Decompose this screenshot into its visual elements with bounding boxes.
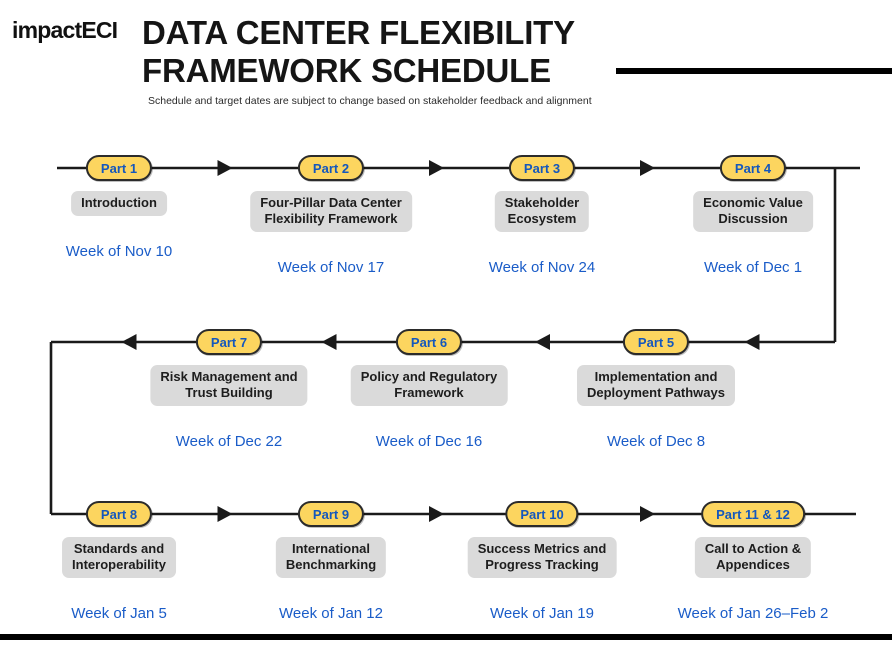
part-date: Week of Jan 26–Feb 2 — [677, 605, 829, 622]
part-badge[interactable]: Part 11 & 12 — [701, 501, 805, 527]
part-badge[interactable]: Part 10 — [505, 501, 579, 527]
part-badge[interactable]: Part 8 — [85, 501, 153, 527]
title-divider-rule — [616, 68, 892, 74]
part-badge[interactable]: Part 6 — [395, 329, 463, 355]
page-title: DATA CENTER FLEXIBILITY FRAMEWORK SCHEDU… — [142, 14, 575, 89]
part-badge[interactable]: Part 5 — [622, 329, 690, 355]
part-title-chip: Introduction — [71, 191, 167, 216]
part-badge[interactable]: Part 2 — [297, 155, 365, 181]
part-date: Week of Dec 8 — [606, 433, 706, 450]
part-date: Week of Jan 12 — [279, 605, 383, 622]
part-badge[interactable]: Part 4 — [719, 155, 787, 181]
part-date: Week of Dec 22 — [175, 433, 283, 450]
brand-logo: impactECI — [12, 17, 118, 43]
part-date: Week of Dec 16 — [375, 433, 483, 450]
part-badge[interactable]: Part 3 — [508, 155, 576, 181]
part-title-chip: Call to Action &Appendices — [694, 537, 812, 578]
part-badge[interactable]: Part 7 — [195, 329, 263, 355]
page-subtitle: Schedule and target dates are subject to… — [148, 95, 592, 107]
part-date: Week of Nov 17 — [277, 259, 385, 276]
part-date: Week of Nov 24 — [488, 259, 596, 276]
page-header: impactECI DATA CENTER FLEXIBILITY FRAMEW… — [0, 0, 892, 125]
part-date: Week of Jan 19 — [490, 605, 594, 622]
part-badge[interactable]: Part 1 — [85, 155, 153, 181]
part-date: Week of Jan 5 — [71, 605, 167, 622]
part-badge[interactable]: Part 9 — [297, 501, 365, 527]
part-date: Week of Dec 1 — [703, 259, 803, 276]
part-date: Week of Nov 10 — [65, 243, 173, 260]
footer-divider-rule — [0, 634, 892, 640]
